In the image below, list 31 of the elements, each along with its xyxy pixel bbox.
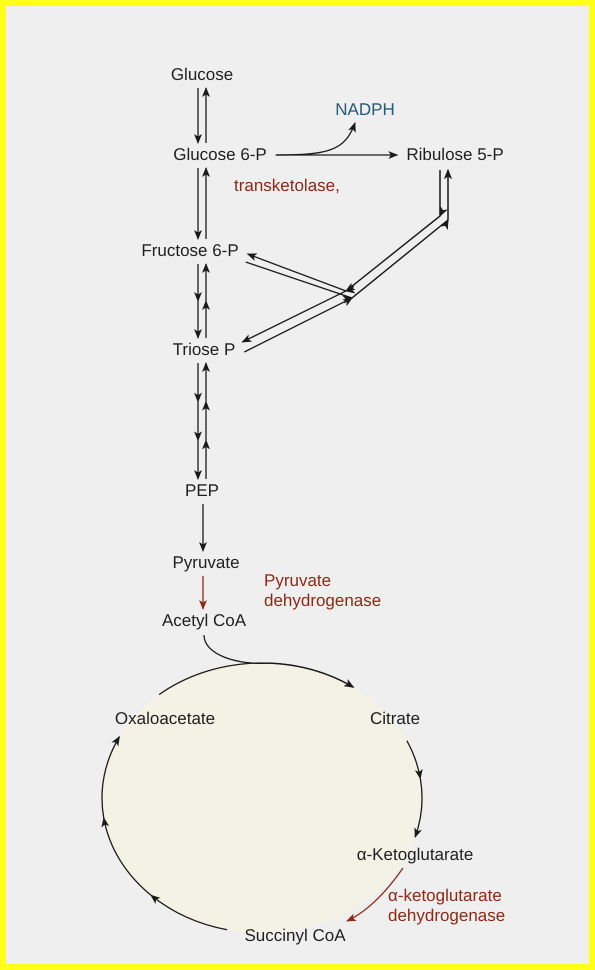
arrow xyxy=(194,363,202,480)
arrow xyxy=(202,167,210,239)
arrow xyxy=(346,868,404,922)
metabolite-label: PEP xyxy=(184,481,220,501)
arrow xyxy=(158,662,354,696)
enzyme-label: α-ketoglutarate dehydrogenase xyxy=(388,886,506,926)
metabolite-label: NADPH xyxy=(334,100,396,120)
arrow xyxy=(199,504,207,552)
metabolite-label: Oxaloacetate xyxy=(114,709,216,729)
arrow xyxy=(194,264,202,339)
arrow xyxy=(202,263,210,338)
arrow xyxy=(194,88,202,144)
metabolite-label: α-Ketoglutarate xyxy=(356,845,474,865)
metabolite-label: Ribulose 5-P xyxy=(405,145,505,165)
metabolite-label: Fructose 6-P xyxy=(140,241,240,261)
metabolite-label: Glucose 6-P xyxy=(172,145,268,165)
arrow xyxy=(199,576,207,610)
metabolite-label: Pyruvate xyxy=(171,553,241,573)
arrow xyxy=(406,740,423,838)
metabolite-label: Succinyl CoA xyxy=(243,926,347,946)
enzyme-label: transketolase, xyxy=(234,176,341,196)
enzyme-label: Pyruvate dehydrogenase xyxy=(264,571,382,611)
metabolite-label: Acetyl CoA xyxy=(160,611,248,631)
metabolite-label: Citrate xyxy=(368,709,422,729)
metabolite-label: Triose P xyxy=(172,340,236,360)
arrow xyxy=(202,87,210,143)
arrow xyxy=(101,736,228,930)
arrow xyxy=(194,168,202,240)
metabolite-label: Glucose xyxy=(170,65,234,85)
arrow xyxy=(202,362,210,479)
arrow xyxy=(276,122,356,156)
